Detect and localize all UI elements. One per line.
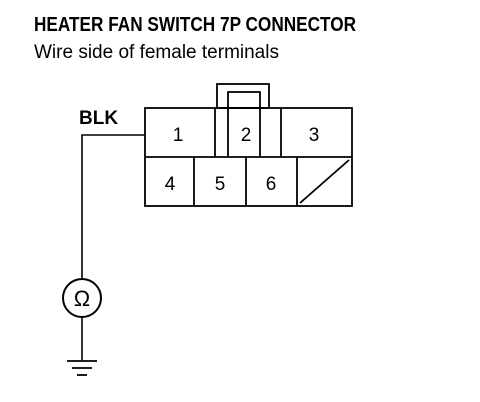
blk-wire <box>81 134 145 279</box>
diagram-title: HEATER FAN SWITCH 7P CONNECTOR <box>34 14 357 36</box>
terminal-2-label: 2 <box>241 125 252 146</box>
terminal-1-label: 1 <box>173 125 184 146</box>
connector-housing <box>144 83 353 207</box>
connector-lock-tab-inner <box>227 91 261 109</box>
ohm-symbol: Ω <box>74 286 90 311</box>
connector-cavity-7-unused <box>299 159 350 204</box>
terminal-5-label: 5 <box>215 174 226 195</box>
terminal-4-label: 4 <box>165 174 176 195</box>
connector-lock-tab <box>216 83 270 109</box>
diagram-subtitle: Wire side of female terminals <box>34 42 279 63</box>
terminal-3-label: 3 <box>309 125 320 146</box>
wire-color-label: BLK <box>79 108 118 129</box>
ohmmeter-icon: Ω <box>62 278 102 318</box>
terminal-6-label: 6 <box>266 174 277 195</box>
ground-icon <box>67 360 97 376</box>
